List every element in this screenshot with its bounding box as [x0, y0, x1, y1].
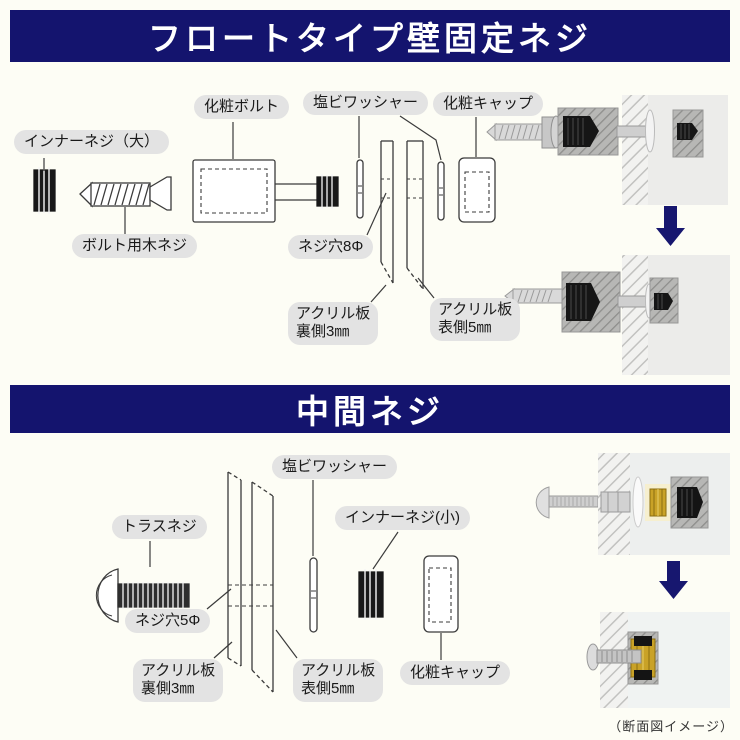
label-acrylic-back-2: アクリル板 裏側3㎜ [133, 659, 224, 702]
section2-cross-section-exploded [535, 453, 730, 555]
leader-lines-2 [149, 480, 442, 660]
section1-header: フロートタイプ壁固定ネジ [10, 10, 730, 62]
section2-title: 中間ネジ [296, 393, 444, 430]
label-pvc-washer-1: 塩ビワッシャー [303, 91, 429, 116]
down-arrow-2 [659, 561, 688, 599]
section1-cross-section-assembled [504, 255, 730, 375]
label-line: アクリル板 [301, 662, 376, 679]
truss-screw-drawing [95, 568, 190, 623]
label-line: 表側5㎜ [438, 319, 492, 337]
section2-line-art [95, 471, 459, 693]
wood-screw-drawing [79, 176, 172, 211]
section1-line-art [33, 115, 496, 303]
down-arrow-1 [656, 206, 685, 246]
cross-section-caption: （断面図イメージ） [608, 719, 734, 734]
decorative-cap-drawing [458, 157, 496, 223]
label-acrylic-front-2: アクリル板 表側5㎜ [293, 659, 384, 702]
label-acrylic-back-1: アクリル板 裏側3㎜ [288, 302, 379, 345]
label-inner-screw-small: インナーネジ(小) [335, 506, 470, 531]
decorative-cap-drawing-2 [423, 555, 459, 633]
label-screw-hole-5: ネジ穴5Φ [125, 609, 211, 634]
label-line: アクリル板 [141, 662, 216, 679]
acrylic-panel-back-drawing [380, 140, 394, 284]
label-bolt-wood-screw: ボルト用木ネジ [72, 234, 198, 259]
label-acrylic-front-1: アクリル板 表側5㎜ [430, 298, 521, 341]
pvc-washer-drawing-2 [309, 557, 318, 633]
acrylic-panel-back-drawing-2 [227, 471, 242, 667]
leader-lines-1 [43, 115, 477, 303]
section1-title: フロートタイプ壁固定ネジ [148, 20, 592, 57]
label-inner-screw-large: インナーネジ（大） [14, 130, 170, 155]
label-decorative-cap-1: 化粧キャップ [433, 92, 544, 117]
label-decorative-cap-2: 化粧キャップ [400, 661, 511, 686]
label-line: 表側5㎜ [301, 680, 355, 698]
decorative-bolt-drawing [192, 159, 339, 223]
section2-header: 中間ネジ [10, 385, 730, 433]
label-line: アクリル板 [438, 301, 513, 318]
label-pvc-washer-2: 塩ビワッシャー [272, 455, 398, 480]
inner-screw-small-drawing [358, 569, 384, 620]
acrylic-panel-front-drawing-2 [251, 481, 274, 693]
label-line: 裏側3㎜ [296, 323, 350, 341]
pvc-washer1-drawing [356, 159, 364, 219]
acrylic-panel-front-drawing [406, 140, 424, 290]
label-decorative-bolt: 化粧ボルト [194, 95, 290, 120]
label-line: 裏側3㎜ [141, 680, 195, 698]
inner-screw-large-drawing [33, 167, 56, 214]
label-line: アクリル板 [296, 305, 371, 322]
pvc-washer2-drawing [437, 161, 445, 221]
section1-cross-section-exploded [486, 95, 728, 205]
label-screw-hole-8: ネジ穴8Φ [288, 235, 374, 260]
section2-cross-section-assembled [586, 612, 730, 708]
label-truss-screw: トラスネジ [112, 515, 207, 540]
